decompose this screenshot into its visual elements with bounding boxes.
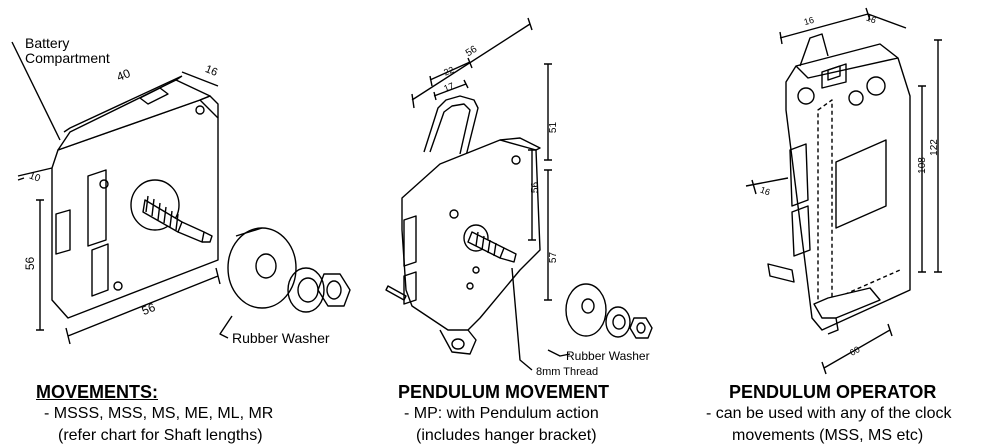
- rubber-washer-label: Rubber Washer: [232, 330, 330, 346]
- battery-label-line2: Compartment: [25, 50, 110, 66]
- pendulum-operator-heading: PENDULUM OPERATOR: [729, 382, 937, 402]
- dim-height: 56: [23, 256, 38, 271]
- pendulum-operator-line2: movements (MSS, MS etc): [732, 427, 924, 444]
- rubber-washer-label-middle: Rubber Washer: [566, 349, 650, 363]
- pendulum-movement-drawing: [385, 17, 653, 371]
- dim-h1: 108: [916, 157, 928, 174]
- pendulum-movement-line2: (includes hanger bracket): [416, 427, 597, 444]
- pendulum-movement-heading: PENDULUM MOVEMENT: [398, 382, 609, 402]
- movement-drawing: [11, 41, 351, 345]
- pendulum-movement-line1: - MP: with Pendulum action: [404, 405, 599, 422]
- dim-right-lower: 57: [548, 251, 560, 264]
- dim-right-upper: 51: [548, 121, 560, 134]
- movements-line2: (refer chart for Shaft lengths): [58, 427, 263, 444]
- movements-heading: MOVEMENTS:: [36, 382, 159, 402]
- pendulum-operator-line1: - can be used with any of the clock: [706, 405, 952, 422]
- movements-line1: - MSSS, MSS, MS, ME, ML, MR: [44, 405, 274, 422]
- pendulum-operator-drawing: [745, 7, 942, 375]
- dim-right-mid: 56: [530, 181, 542, 194]
- battery-label-line1: Battery: [25, 35, 70, 51]
- battery-compartment-label: Battery Compartment: [25, 36, 110, 66]
- dim-h2: 122: [928, 139, 940, 156]
- thread-label: 8mm Thread: [536, 366, 599, 378]
